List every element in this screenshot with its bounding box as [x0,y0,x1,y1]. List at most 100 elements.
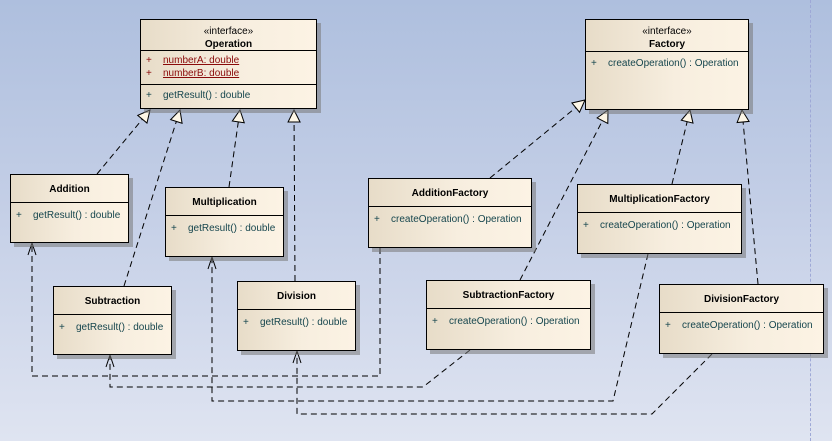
operations-compartment: + getResult() : double [166,216,283,235]
operation-text: getResult() : double [33,210,121,221]
class-name: Operation [204,39,253,50]
class-division[interactable]: Division + getResult() : double [237,281,356,351]
realization-division-arrowhead-icon [287,108,301,123]
operation-text: getResult() : double [260,317,348,328]
operation-row[interactable]: + createOperation() : Operation [427,315,590,328]
operation-row[interactable]: + getResult() : double [238,316,355,329]
operation-text: createOperation() : Operation [600,220,731,231]
class-header: Addition [11,175,128,203]
realization-addition-arrowhead-icon [136,109,151,124]
realization-division-factory-arrowhead-icon [736,108,750,124]
class-header: Multiplication [166,188,283,216]
dependency-division-arrowhead-icon [292,349,302,364]
realization-division-line [293,121,296,282]
operation-text: getResult() : double [76,322,164,333]
class-factory[interactable]: «interface» Factory + createOperation() … [585,19,749,110]
attribute-row[interactable]: + numberB: double [141,67,316,80]
class-name: AdditionFactory [411,188,489,199]
visibility-public: + [243,317,249,328]
operation-row[interactable]: + getResult() : double [54,321,171,334]
operations-compartment: + createOperation() : Operation [586,52,748,70]
attributes-compartment: + numberA: double + numberB: double [141,51,316,85]
dependency-multiplication-arrowhead-icon [207,255,217,270]
visibility-public: + [146,68,152,79]
class-addition-factory[interactable]: AdditionFactory + createOperation() : Op… [368,178,532,248]
attribute-text: numberB: double [163,68,240,79]
dependency-addition-arrowhead-icon [27,241,37,256]
attribute-text: numberA: double [163,55,240,66]
realization-addition-line [96,118,143,175]
realization-addition-factory-line [489,107,577,179]
class-addition[interactable]: Addition + getResult() : double [10,174,129,243]
operations-compartment: + createOperation() : Operation [578,213,741,232]
visibility-public: + [591,58,597,69]
class-division-factory[interactable]: DivisionFactory + createOperation() : Op… [659,284,824,354]
operation-text: getResult() : double [188,223,276,234]
class-header: «interface» Factory [586,20,748,52]
stereotype-label: «interface» [642,26,692,37]
class-name: Factory [648,39,686,50]
class-header: SubtractionFactory [427,281,590,309]
class-subtraction-factory[interactable]: SubtractionFactory + createOperation() :… [426,280,591,350]
operations-compartment: + createOperation() : Operation [369,207,531,226]
realization-multiplication-factory-arrowhead-icon [680,108,694,124]
operation-row[interactable]: + createOperation() : Operation [369,213,531,226]
operation-text: getResult() : double [163,90,251,101]
visibility-public: + [16,210,22,221]
class-name: MultiplicationFactory [609,194,710,205]
operation-text: createOperation() : Operation [608,58,739,69]
class-name: Division [277,291,316,302]
operations-compartment: + getResult() : double [141,85,316,102]
operation-row[interactable]: + getResult() : double [166,222,283,235]
class-header: MultiplicationFactory [578,185,741,213]
realization-subtraction-factory-arrowhead-icon [596,109,609,125]
class-name: Multiplication [192,197,257,208]
operations-compartment: + getResult() : double [54,315,171,334]
realization-subtraction-arrowhead-icon [169,108,183,124]
class-header: DivisionFactory [660,285,823,313]
operation-row[interactable]: + createOperation() : Operation [586,57,748,70]
realization-multiplication-arrowhead-icon [231,108,245,124]
operations-compartment: + getResult() : double [11,203,128,222]
class-name: Subtraction [84,296,141,307]
visibility-public: + [583,220,589,231]
operation-text: createOperation() : Operation [449,316,580,327]
visibility-public: + [665,320,671,331]
visibility-public: + [59,322,65,333]
visibility-public: + [432,316,438,327]
operation-row[interactable]: + getResult() : double [11,209,128,222]
class-subtraction[interactable]: Subtraction + getResult() : double [53,286,172,355]
operation-row[interactable]: + createOperation() : Operation [660,319,823,332]
realization-multiplication-factory-line [671,121,688,185]
operations-compartment: + getResult() : double [238,310,355,329]
class-multiplication[interactable]: Multiplication + getResult() : double [165,187,284,257]
realization-addition-factory-arrowhead-icon [571,99,586,114]
operation-text: createOperation() : Operation [682,320,813,331]
class-operation[interactable]: «interface» Operation + numberA: double … [140,19,317,109]
dependency-subtraction-arrowhead-icon [105,353,115,368]
operation-row[interactable]: + getResult() : double [141,89,316,102]
class-header: AdditionFactory [369,179,531,207]
stereotype-label: «interface» [203,26,254,37]
dependency-division-line [296,351,713,415]
visibility-public: + [374,214,380,225]
operation-text: createOperation() : Operation [391,214,522,225]
visibility-public: + [146,55,152,66]
realization-multiplication-line [228,121,239,188]
class-name: SubtractionFactory [462,290,555,301]
operation-row[interactable]: + createOperation() : Operation [578,219,741,232]
class-multiplication-factory[interactable]: MultiplicationFactory + createOperation(… [577,184,742,254]
class-header: «interface» Operation [141,20,316,51]
class-header: Division [238,282,355,310]
visibility-public: + [171,223,177,234]
attribute-row[interactable]: + numberA: double [141,54,316,67]
page-boundary [810,0,811,441]
class-header: Subtraction [54,287,171,315]
class-name: DivisionFactory [703,294,780,305]
dependency-subtraction-line [109,349,471,388]
visibility-public: + [146,90,152,101]
operations-compartment: + createOperation() : Operation [427,309,590,328]
realization-division-factory-line [742,121,759,285]
operations-compartment: + createOperation() : Operation [660,313,823,332]
